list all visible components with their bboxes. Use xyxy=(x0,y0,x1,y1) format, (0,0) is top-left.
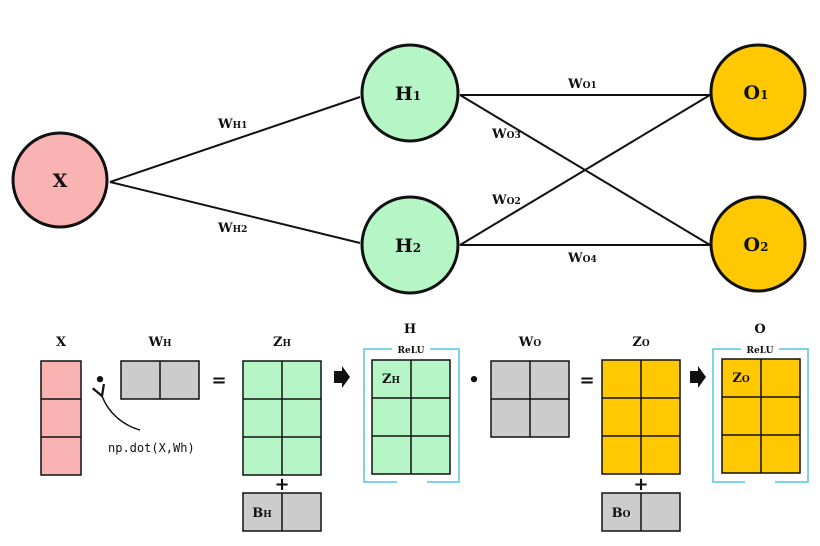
node-o2: O2 xyxy=(709,195,807,293)
node-x-label: X xyxy=(53,170,68,192)
matrix-wh-title: WH xyxy=(147,335,172,350)
edge-label-wh1: WH1 xyxy=(217,117,247,132)
edge-x-h2 xyxy=(109,181,361,244)
relu-label-h: ReLU xyxy=(398,346,425,356)
matrix-h-title: H xyxy=(404,322,416,337)
matrix-o: O ReLU ZO xyxy=(712,322,809,483)
edge-label-wo2: WO2 xyxy=(491,193,521,208)
relu-box-o xyxy=(712,348,809,483)
plus-operator-o: + xyxy=(633,474,648,495)
matrix-wo-title: WO xyxy=(518,335,542,350)
equals-operator-2: = xyxy=(579,370,594,391)
edge-label-wh2: WH2 xyxy=(217,221,247,236)
dot-operator-2: • xyxy=(468,370,480,391)
matrix-zh-title: ZH xyxy=(273,335,292,350)
matrix-bh-label: BH xyxy=(252,506,272,521)
node-h1: H1 xyxy=(360,43,460,143)
matrix-zh: ZH xyxy=(242,335,322,476)
matrix-bo: BO xyxy=(601,492,681,532)
edge-label-wo4: WO4 xyxy=(567,251,597,266)
node-o1: O1 xyxy=(709,43,807,141)
matrix-wo: WO xyxy=(490,335,570,438)
matrix-x-title: X xyxy=(56,335,67,350)
node-h1-label: H1 xyxy=(395,83,421,105)
matrix-bh: BH xyxy=(242,492,322,532)
edge-x-h1 xyxy=(109,96,361,183)
dot-operator-1: • xyxy=(94,370,106,391)
relu-arrow-1 xyxy=(334,366,350,388)
edge-h2-o1 xyxy=(459,94,711,246)
node-o2-label: O2 xyxy=(744,234,769,256)
annotation-code: np.dot(X,Wh) xyxy=(108,441,195,455)
matrix-o-title: O xyxy=(754,322,765,337)
node-h2: H2 xyxy=(360,195,460,295)
node-h2-label: H2 xyxy=(395,235,421,257)
matrix-h-inner-label: ZH xyxy=(382,372,401,387)
annotation-arrow xyxy=(91,383,141,431)
edge-label-wo1: WO1 xyxy=(567,77,597,92)
relu-box-h xyxy=(363,348,460,483)
matrix-o-inner-label: ZO xyxy=(732,371,750,386)
matrix-zo-title: ZO xyxy=(632,335,650,350)
edge-label-wo3: WO3 xyxy=(491,127,521,142)
node-x: X xyxy=(11,131,109,229)
network-edges xyxy=(109,94,711,246)
matrix-bo-label: BO xyxy=(612,506,631,521)
relu-label-o: ReLU xyxy=(747,346,774,356)
matrix-wh: WH xyxy=(120,335,200,400)
plus-operator-h: + xyxy=(274,474,289,495)
matrix-x: X xyxy=(40,335,82,476)
equals-operator-1: = xyxy=(211,370,226,391)
node-o1-label: O1 xyxy=(744,82,769,104)
matrix-h: H ReLU ZH xyxy=(363,322,460,483)
relu-arrow-2 xyxy=(690,366,706,388)
matrix-zo: ZO xyxy=(601,335,681,475)
